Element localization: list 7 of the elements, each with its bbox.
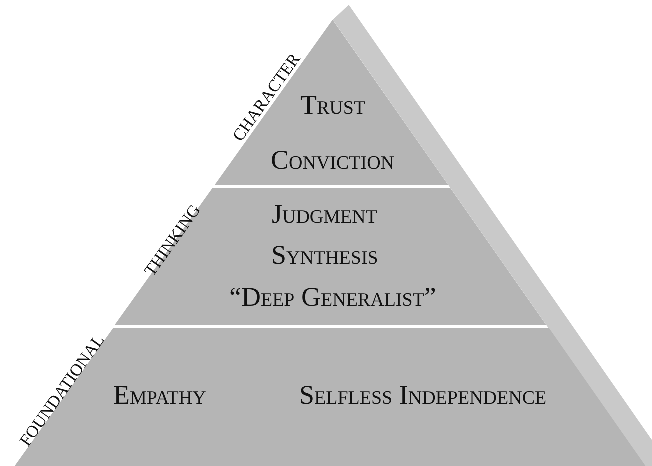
tier-item: Empathy: [113, 382, 206, 408]
tier-item: Trust: [300, 92, 366, 118]
tier-item: Selfless Independence: [299, 382, 547, 408]
tier-item: Conviction: [270, 146, 395, 174]
tier-item: Synthesis: [271, 242, 378, 268]
tier-item: “Deep Generalist”: [229, 284, 436, 310]
tier-item: Judgment: [272, 200, 378, 228]
